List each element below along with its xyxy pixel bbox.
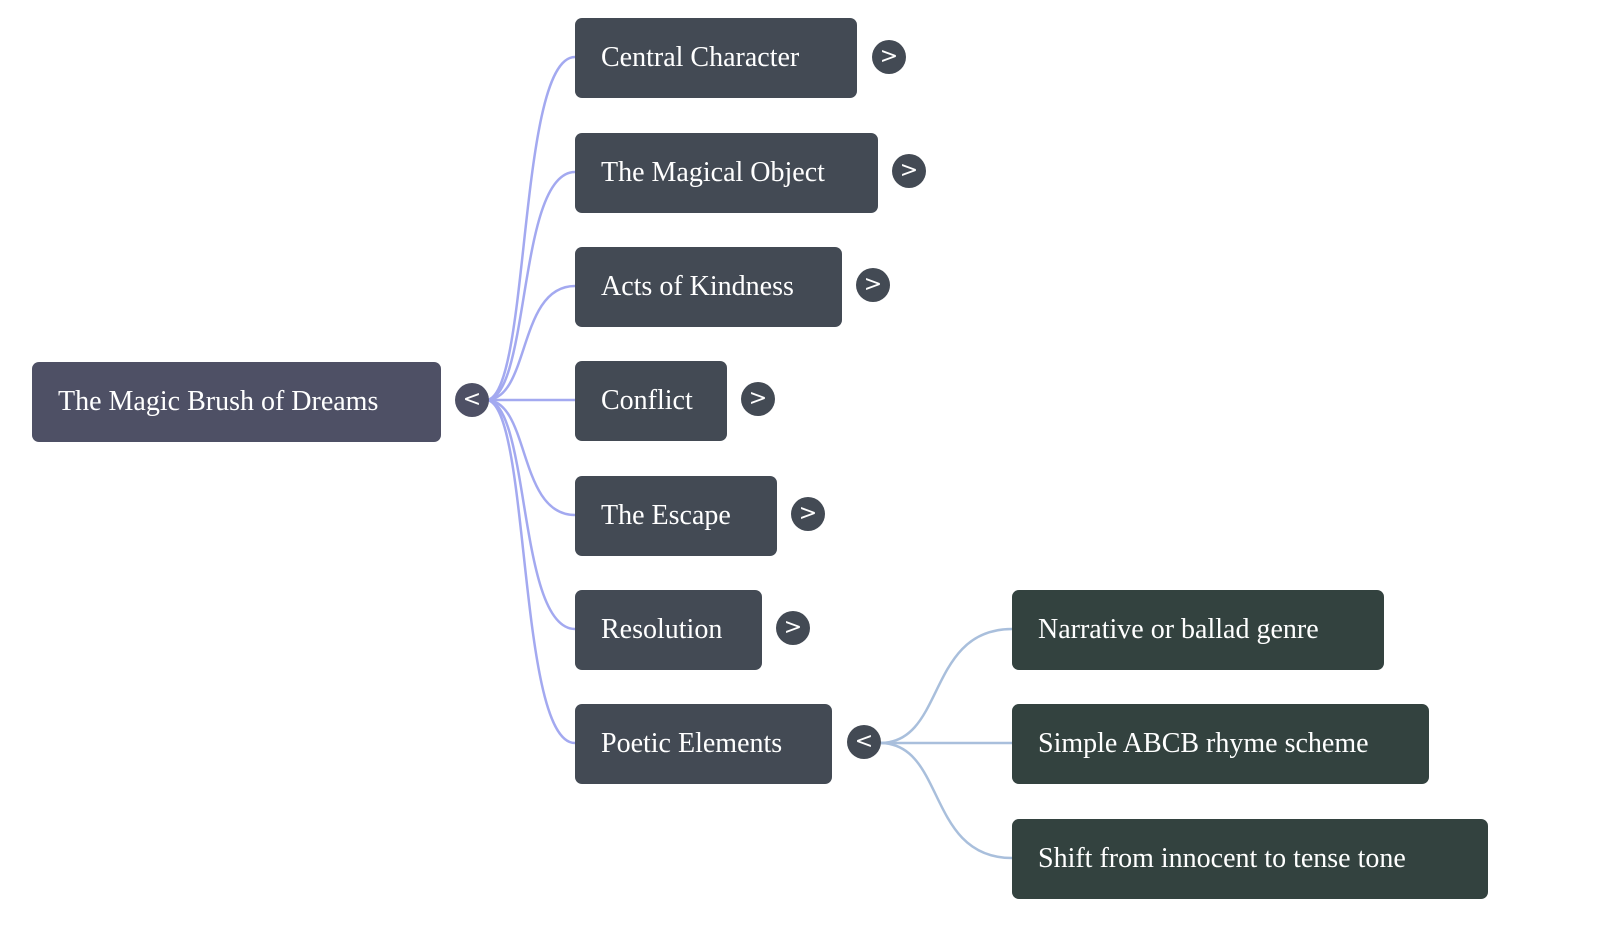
expand-toggle-acts-of-kindness[interactable]: > <box>856 268 890 302</box>
leaf-node-tone-shift[interactable]: Shift from innocent to tense tone <box>1012 819 1488 899</box>
connector-poetic-leaf-2 <box>879 741 1013 860</box>
connector-root-branch-1 <box>485 170 576 402</box>
connector-root-branch-2 <box>485 284 576 402</box>
expand-toggle-the-escape[interactable]: > <box>791 497 825 531</box>
expand-toggle-resolution[interactable]: > <box>776 611 810 645</box>
connector-root-branch-6 <box>485 398 576 745</box>
branch-node-acts-of-kindness[interactable]: Acts of Kindness <box>575 247 842 327</box>
branch-node-magical-object[interactable]: The Magical Object <box>575 133 878 213</box>
connector-root-branch-0 <box>485 55 576 402</box>
expand-toggle-central-character[interactable]: > <box>872 40 906 74</box>
expand-toggle-magical-object[interactable]: > <box>892 154 926 188</box>
branch-node-poetic-elements[interactable]: Poetic Elements <box>575 704 832 784</box>
connector-root-branch-4 <box>485 398 576 517</box>
expand-toggle-conflict[interactable]: > <box>741 382 775 416</box>
root-node[interactable]: The Magic Brush of Dreams <box>32 362 441 442</box>
leaf-node-narrative-genre[interactable]: Narrative or ballad genre <box>1012 590 1384 670</box>
connector-poetic-leaf-0 <box>879 627 1013 745</box>
branch-node-the-escape[interactable]: The Escape <box>575 476 777 556</box>
branch-node-central-character[interactable]: Central Character <box>575 18 857 98</box>
branch-node-resolution[interactable]: Resolution <box>575 590 762 670</box>
collapse-toggle-root[interactable]: < <box>455 383 489 417</box>
leaf-node-rhyme-scheme[interactable]: Simple ABCB rhyme scheme <box>1012 704 1429 784</box>
collapse-toggle-poetic-elements[interactable]: < <box>847 725 881 759</box>
branch-node-conflict[interactable]: Conflict <box>575 361 727 441</box>
connector-root-branch-5 <box>485 398 576 631</box>
